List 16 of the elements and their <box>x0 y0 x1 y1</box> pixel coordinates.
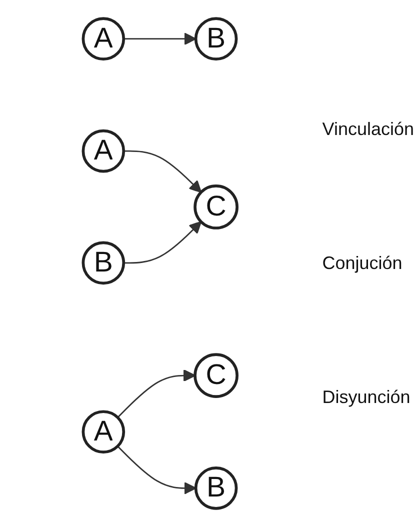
node-circle: C <box>194 353 238 398</box>
node-circle: B <box>194 466 238 510</box>
node-circle: A <box>82 17 126 60</box>
arrow <box>124 221 202 264</box>
node-circle: B <box>82 241 126 285</box>
node-circle: A <box>82 129 126 173</box>
arrow <box>117 369 196 418</box>
arrow <box>117 446 196 494</box>
arrow <box>124 32 196 46</box>
diagram-label: Conjución <box>322 252 404 274</box>
diagram-label: Vinculación <box>322 119 414 140</box>
node-circle: C <box>194 184 238 230</box>
node-circle: B <box>194 17 238 60</box>
node-circle: A <box>82 410 126 454</box>
diagram-label: Disyunción <box>322 386 412 408</box>
arrow <box>124 150 202 193</box>
